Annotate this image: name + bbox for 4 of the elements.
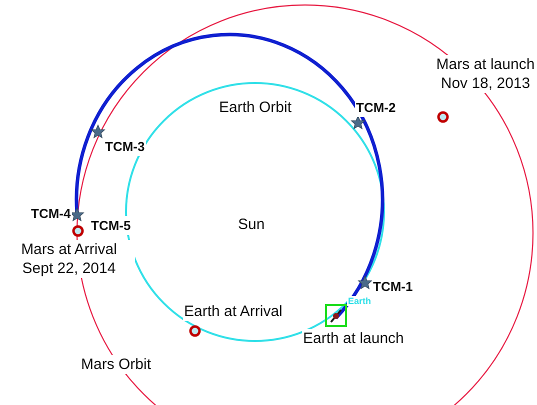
position-label: Earth xyxy=(347,296,372,306)
marker-label: TCM-5 xyxy=(90,216,132,235)
orbit-label: Mars Orbit xyxy=(80,355,152,374)
position-label: Earth at Arrival xyxy=(183,302,284,321)
